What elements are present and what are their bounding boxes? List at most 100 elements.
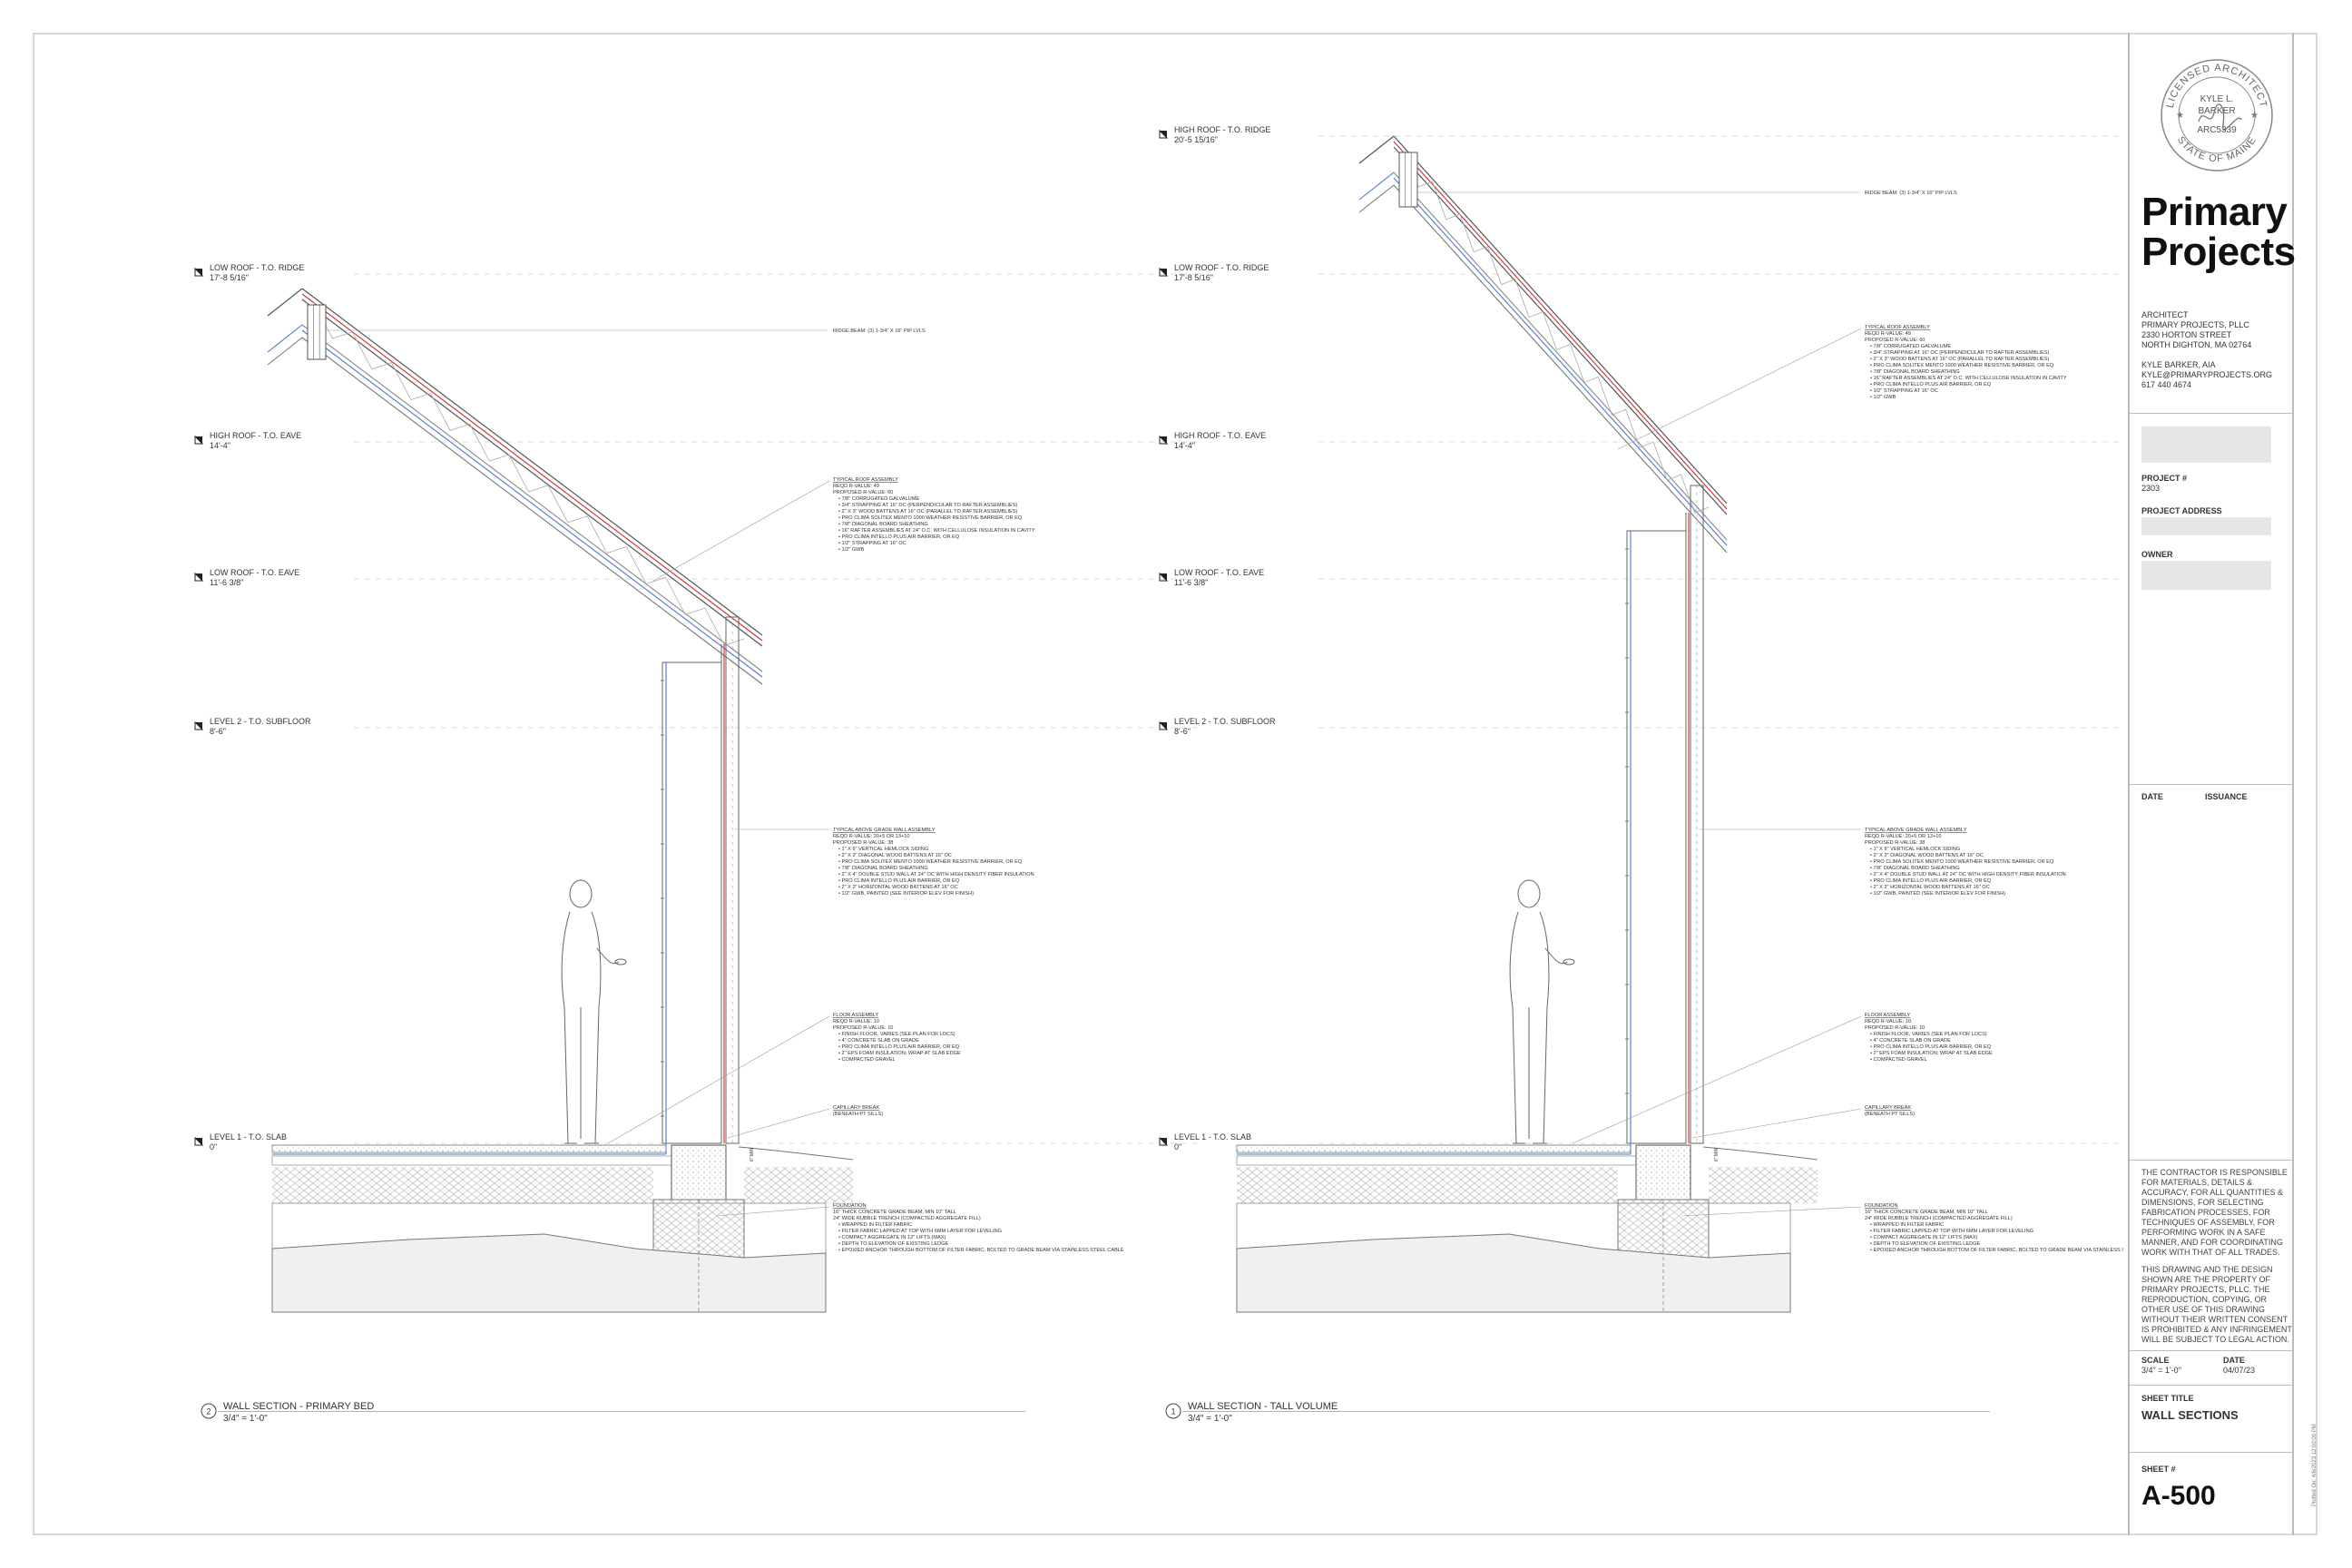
existing-ledge xyxy=(271,1233,827,1313)
annotation-line: • 2" X 4" DOUBLE STUD WALL AT 24" OC WIT… xyxy=(838,872,1034,877)
annotation-line: • 7/8" DIAGONAL BOARD SHEATHING xyxy=(1870,369,1960,375)
annotation-line: PROPOSED R-VALUE: 10 xyxy=(833,1025,893,1031)
level-marker-icon xyxy=(1159,720,1169,730)
sheet-border xyxy=(33,33,2318,1535)
annotation-line: • 7/8" DIAGONAL BOARD SHEATHING xyxy=(838,866,928,871)
figure-head xyxy=(1517,879,1541,908)
annotation-line: (BENEATH PT SILLS) xyxy=(1865,1112,1915,1117)
roof-layer-line xyxy=(267,324,303,353)
figure-body xyxy=(561,911,602,1144)
divider xyxy=(2128,1160,2294,1161)
firm-name: Primary Projects xyxy=(2141,192,2296,272)
date-value: 04/07/23 xyxy=(2223,1366,2256,1375)
project-address-label: PROJECT ADDRESS xyxy=(2141,506,2222,515)
annotation-line: • 1" X 6" VERTICAL HEMLOCK SIDING xyxy=(838,847,928,852)
leader-line xyxy=(607,1015,830,1144)
ridge-beam-note: RIDGE BEAM: (3) 1-3/4" X 16" PIP LVLS xyxy=(833,328,926,334)
annotation-line: • 1/2" STRAPPING AT 16" OC xyxy=(838,541,906,546)
rafter-web xyxy=(312,300,745,646)
annotation-line: PROPOSED R-VALUE: 60 xyxy=(833,490,893,495)
leader-line xyxy=(1572,1015,1862,1144)
level-name: HIGH ROOF - T.O. EAVE xyxy=(210,431,301,440)
annotation-line: • 16" RAFTER ASSEMBLIES AT 24" O.C. WITH… xyxy=(838,528,1035,534)
roof-layer-line xyxy=(1358,172,1395,201)
scale-value: 3/4" = 1'-0" xyxy=(2141,1366,2181,1375)
level-elevation: 11'-6 3/8" xyxy=(210,578,243,587)
annotation-line: FOUNDATION xyxy=(1865,1203,1898,1209)
star-icon: ★ xyxy=(2176,111,2184,121)
annotation-line: FLOOR ASSEMBLY xyxy=(833,1013,879,1018)
scale-figure xyxy=(561,879,627,1144)
ground-line xyxy=(738,1146,854,1161)
level-elevation: 11'-6 3/8" xyxy=(1174,578,1208,587)
section-number: 1 xyxy=(1171,1407,1175,1416)
annotation-line: • PRO CLIMA SOLITEX MENTO 1000 WEATHER R… xyxy=(838,515,1023,521)
annotation-line: • FINISH FLOOR, VARIES (SEE PLAN FOR LOC… xyxy=(838,1032,956,1037)
signature xyxy=(2198,103,2242,131)
annotation-line: • PRO CLIMA SOLITEX MENTO 1000 WEATHER R… xyxy=(1870,363,2054,368)
annotation-line: • PRO CLIMA INTELLO PLUS AIR BARRIER, OR… xyxy=(838,534,960,540)
annotation-line: • DEPTH TO ELEVATION OF EXISTING LEDGE xyxy=(838,1241,948,1247)
roof-layer-line xyxy=(1358,135,1395,164)
annotation-line: • 2" X 2" HORIZONTAL WOOD BATTENS AT 16"… xyxy=(1870,885,1990,890)
annotation-line: • 4" CONCRETE SLAB ON GRADE xyxy=(1870,1038,1951,1044)
annotation-line: 16" THICK CONCRETE GRADE BEAM, MIN 10" T… xyxy=(833,1210,956,1215)
level-marker-icon xyxy=(194,720,204,730)
divider xyxy=(2128,1452,2294,1453)
level-marker-icon xyxy=(194,435,204,445)
level-elevation: 14'-4" xyxy=(1174,441,1195,450)
section-number-bubble xyxy=(201,1403,217,1419)
star-icon: ★ xyxy=(2250,111,2259,121)
level-elevation: 20'-5 15/16" xyxy=(1174,135,1218,144)
annotation-line: REQD R-VALUE: 10 xyxy=(833,1019,879,1024)
architect-stamp: LICENSED ARCHITECT STATE OF MAINE KYLE L… xyxy=(2161,59,2273,172)
leader-line xyxy=(716,1206,830,1217)
dimension-note: 6" MIN xyxy=(1714,1148,1720,1161)
annotation-line: REQD R-VALUE: 49 xyxy=(833,484,879,489)
annotation-line: • 2" X 4" DOUBLE STUD WALL AT 24" OC WIT… xyxy=(1870,872,2066,877)
foam-insulation xyxy=(1236,1155,1637,1166)
plotted-stamp: Plotted On: 4/6/2023 12:00:00 PM xyxy=(2312,1424,2318,1506)
annotation-line: • 7/8" CORRUGATED GALVALUME xyxy=(838,496,919,502)
annotation-line: REQD R-VALUE: 49 xyxy=(1865,331,1911,337)
level-marker-icon xyxy=(194,1136,204,1146)
figure-arm xyxy=(596,947,620,965)
wall-interior xyxy=(662,662,722,1144)
roof-layer-line xyxy=(1393,172,1728,541)
roof-layer-line xyxy=(301,329,763,678)
annotation-line: • COMPACT AGGREGATE IN 12" LIFTS (MAX) xyxy=(1870,1235,1977,1240)
leader-line xyxy=(1617,328,1862,450)
sheet-title-label: SHEET TITLE xyxy=(2141,1394,2194,1403)
issuance-date-label: DATE xyxy=(2141,792,2163,801)
address-line: KYLE@PRIMARYPROJECTS.ORG xyxy=(2141,370,2272,379)
figure-body xyxy=(1509,911,1550,1144)
roof-layer-line xyxy=(301,293,763,642)
annotation-line: • 2" X 3" WOOD BATTENS AT 16" OC (PARALL… xyxy=(1870,357,2049,362)
level-elevation: 8'-6" xyxy=(210,727,226,736)
annotation-line: • DEPTH TO ELEVATION OF EXISTING LEDGE xyxy=(1870,1241,1980,1247)
divider xyxy=(2128,1385,2294,1386)
annotation-line: • 1/2" GWB xyxy=(1870,395,1896,400)
roof-layer-line xyxy=(301,337,763,685)
sheet-number-label: SHEET # xyxy=(2141,1465,2176,1474)
compacted-gravel xyxy=(1237,1167,1618,1203)
annotation-line: PROPOSED R-VALUE: 38 xyxy=(1865,840,1925,846)
annotation-line: FOUNDATION xyxy=(833,1203,867,1209)
scale-figure xyxy=(1509,879,1575,1144)
level-name: LOW ROOF - T.O. EAVE xyxy=(210,568,299,577)
annotation-line: (BENEATH PT SILLS) xyxy=(833,1112,883,1117)
annotation-line: • FINISH FLOOR, VARIES (SEE PLAN FOR LOC… xyxy=(1870,1032,1987,1037)
figure-cup xyxy=(1563,958,1575,965)
divider xyxy=(2128,1350,2294,1351)
level-name: LOW ROOF - T.O. EAVE xyxy=(1174,568,1264,577)
level-name: LOW ROOF - T.O. RIDGE xyxy=(210,263,304,272)
annotation-line: TYPICAL ROOF ASSEMBLY xyxy=(1865,325,1930,330)
annotation-line: • FILTER FABRIC LAPPED AT TOP WITH 6MM L… xyxy=(1870,1229,2034,1234)
section-number: 2 xyxy=(206,1407,211,1416)
concrete-slab xyxy=(271,1144,667,1153)
sheet-number: A-500 xyxy=(2141,1481,2216,1511)
address-line: ARCHITECT xyxy=(2141,310,2189,319)
ridge-beam-note: RIDGE BEAM: (3) 1-3/4" X 16" PIP LVLS xyxy=(1865,191,1957,196)
annotation-line: TYPICAL ABOVE GRADE WALL ASSEMBLY xyxy=(833,828,936,833)
annotation-line: • FILTER FABRIC LAPPED AT TOP WITH 6MM L… xyxy=(838,1229,1002,1234)
